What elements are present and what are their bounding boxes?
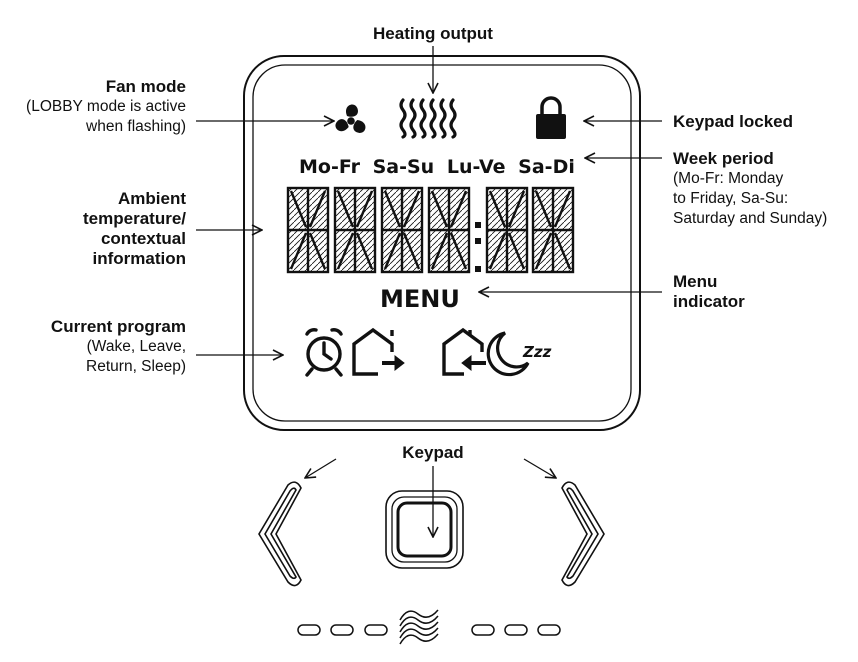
airflow-dash [504, 624, 528, 636]
arrow-left-button [305, 458, 337, 478]
week-period-desc-3: Saturday and Sunday) [673, 210, 828, 227]
svg-text:Mo-Fr Sa-Su Lu-Ve: Mo-Fr Sa-Su Lu-Ve Sa-Di [299, 156, 575, 178]
ambient-line-2: temperature/ [83, 209, 186, 228]
lcd-menu-text: MENU [380, 285, 460, 313]
fan-mode-desc-2: when flashing) [86, 118, 186, 135]
label-fan-mode: Fan mode (LOBBY mode is active when flas… [0, 77, 186, 137]
segment-dot [475, 266, 481, 272]
chevron-right-button[interactable] [561, 481, 605, 587]
heat-waves-icon [399, 98, 457, 139]
airflow-dash [297, 624, 321, 636]
fan-mode-desc-1: (LOBBY mode is active [26, 98, 186, 115]
lcd-inner-frame [252, 64, 632, 422]
segment-digit [531, 186, 575, 274]
week-period-desc-1: (Mo-Fr: Monday [673, 170, 784, 187]
segment-dot [475, 238, 481, 244]
label-menu-indicator: Menu indicator [673, 272, 833, 312]
return-house-icon [442, 327, 486, 376]
callout-arrows [196, 46, 662, 537]
lcd-period-lu-ve: Lu-Ve [447, 156, 506, 178]
menu-indicator-line-1: Menu [673, 272, 718, 291]
current-program-desc-1: (Wake, Leave, [86, 338, 186, 355]
label-keypad: Keypad [402, 443, 464, 462]
label-current-program: Current program (Wake, Leave, Return, Sl… [0, 317, 186, 377]
segment-display [286, 186, 575, 274]
lcd-period-mo-fr: Mo-Fr [299, 156, 361, 178]
ambient-line-3: contextual [100, 229, 186, 248]
segment-digit [380, 186, 424, 274]
lock-icon [536, 96, 566, 139]
airflow-dash [471, 624, 495, 636]
lcd-period-sa-su: Sa-Su [373, 156, 435, 178]
label-week-period: Week period (Mo-Fr: Monday to Friday, Sa… [673, 149, 858, 229]
ambient-line-1: Ambient [118, 189, 186, 208]
lcd-outer-frame [243, 55, 641, 431]
airflow-dash [330, 624, 354, 636]
segment-digit [286, 186, 330, 274]
airflow-dash [364, 624, 388, 636]
square-button[interactable] [385, 490, 464, 569]
arrow-right-button [523, 458, 556, 478]
sleep-z-text: Zzz [522, 343, 552, 361]
segment-digit [485, 186, 529, 274]
week-period-title: Week period [673, 149, 774, 168]
segment-dot [475, 222, 481, 228]
ambient-line-4: information [92, 249, 187, 268]
current-program-desc-2: Return, Sleep) [86, 358, 186, 375]
airflow-icon [399, 609, 439, 645]
airflow-indicator [297, 609, 561, 645]
airflow-dash [537, 624, 561, 636]
segment-digit [427, 186, 471, 274]
moon-sleep-icon: Zzz [486, 331, 552, 377]
fan-icon [335, 104, 366, 133]
segment-digit [333, 186, 377, 274]
label-ambient: Ambient temperature/ contextual informat… [0, 189, 186, 269]
current-program-title: Current program [50, 317, 186, 336]
week-period-desc-2: to Friday, Sa-Su: [673, 190, 789, 207]
alarm-clock-icon [305, 328, 343, 377]
fan-mode-title: Fan mode [105, 77, 186, 96]
lcd-period-sa-di: Sa-Di [518, 156, 575, 178]
label-keypad-locked: Keypad locked [673, 112, 793, 131]
leave-house-icon [352, 327, 405, 376]
menu-indicator-line-2: indicator [673, 292, 745, 311]
chevron-left-button[interactable] [258, 481, 302, 587]
label-heating-output: Heating output [373, 24, 493, 43]
